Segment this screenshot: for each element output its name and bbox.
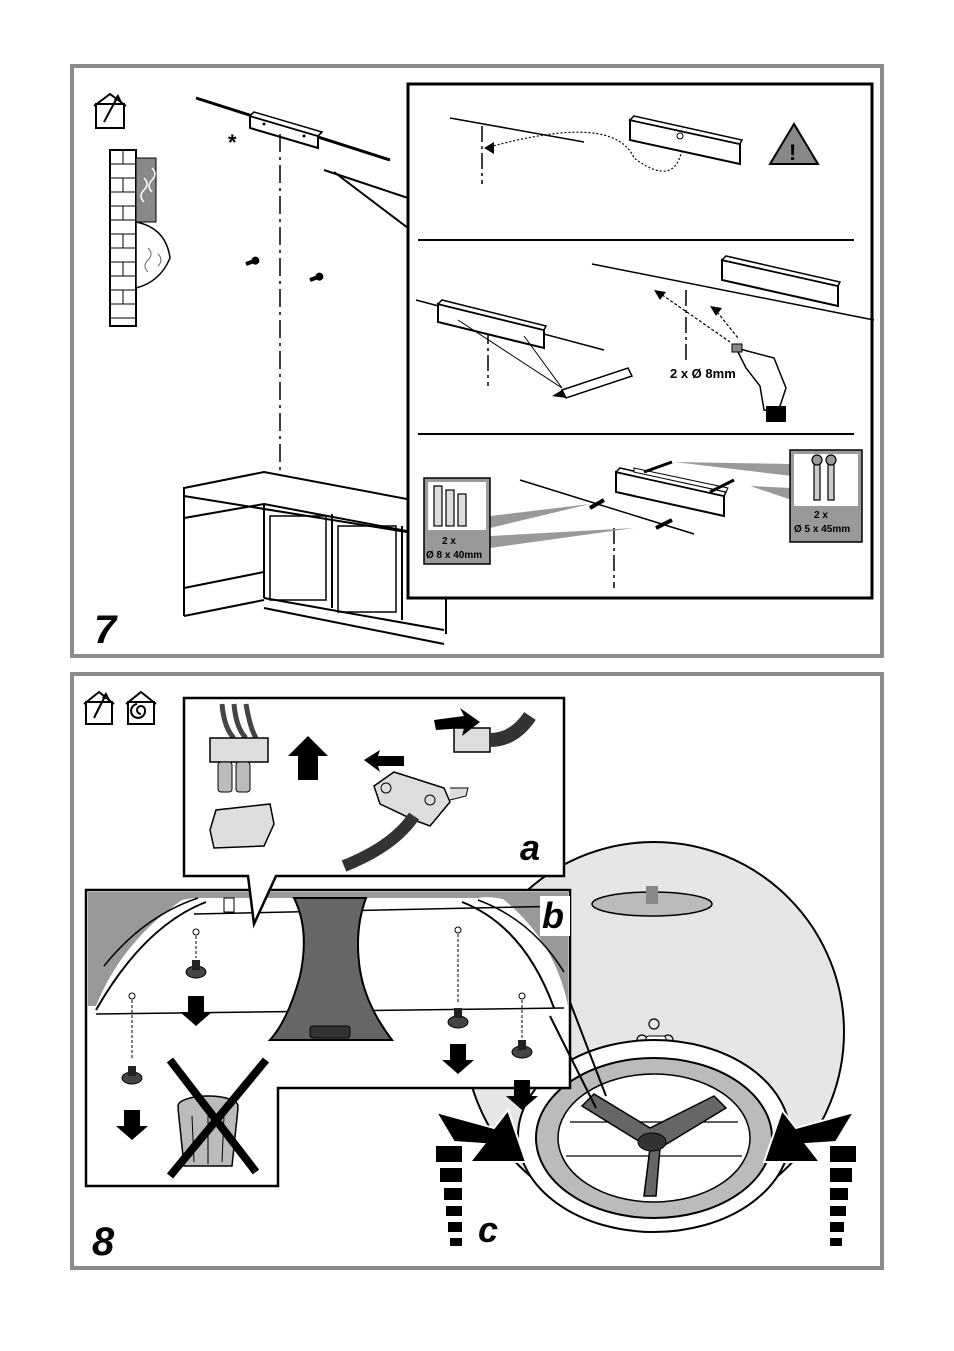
screws-qty-label: 2 x — [814, 510, 828, 521]
label-c: c — [478, 1209, 498, 1250]
wall-section — [110, 150, 170, 326]
house-spiral-icon — [126, 692, 156, 724]
screw-left-icon — [245, 255, 261, 267]
plugs-qty-label: 2 x — [442, 536, 456, 547]
label-a: a — [520, 827, 540, 868]
label-b: b — [542, 895, 564, 936]
screw-right-icon — [309, 271, 325, 283]
push-arrow-right-icon — [764, 1110, 856, 1246]
plugs-size-label: Ø 8 x 40mm — [426, 550, 482, 561]
house-arrow-icon — [84, 692, 114, 724]
step-7-illustration: * — [74, 68, 888, 662]
detail-box: ! — [408, 84, 874, 598]
drill-size-label: 2 x Ø 8mm — [670, 366, 736, 381]
svg-text:!: ! — [789, 140, 796, 165]
mounting-bracket — [250, 112, 322, 148]
house-arrow-icon — [94, 94, 126, 128]
step-8-panel: a b c 8 — [70, 672, 884, 1270]
step-number-7: 7 — [94, 608, 116, 653]
step-number-8: 8 — [92, 1220, 114, 1265]
step-8-illustration: a b c — [74, 676, 888, 1274]
asterisk-mark: * — [228, 130, 237, 155]
screws-size-label: Ø 5 x 45mm — [794, 524, 850, 535]
step-7-panel: * — [70, 64, 884, 658]
